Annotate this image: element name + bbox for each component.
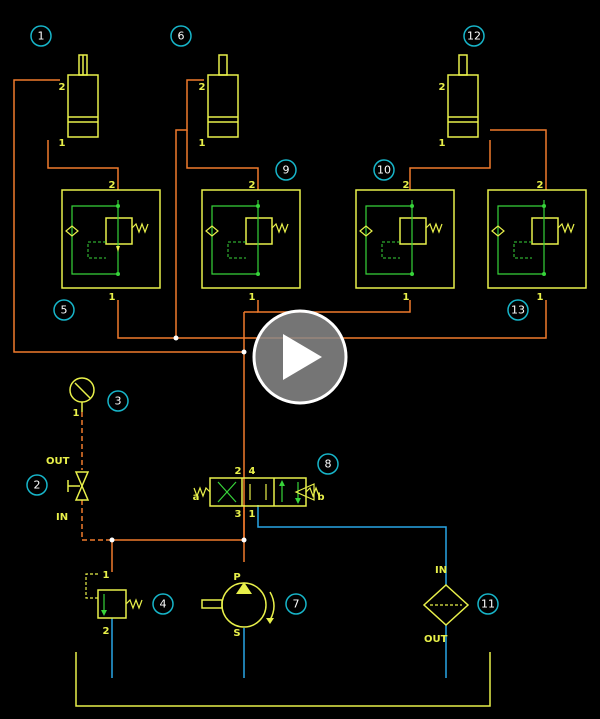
port-label: 2 [537, 180, 544, 191]
tag-number: 5 [61, 304, 68, 317]
component-tag-numbers: 1 2 3 4 5 6 7 8 9 10 11 12 13 [34, 30, 526, 611]
play-button[interactable] [252, 309, 348, 405]
port-label: 1 [249, 292, 256, 303]
port-label: 2 [439, 82, 446, 93]
port-label: 2 [403, 180, 410, 191]
tag-number: 7 [293, 598, 300, 611]
shutoff-valve-2 [67, 471, 90, 501]
port-label: 2 [235, 466, 242, 477]
component-tags [26, 25, 529, 615]
port-label: 1 [439, 138, 446, 149]
port-label: 2 [109, 180, 116, 191]
tag-number: 2 [34, 479, 41, 492]
sequence-valve-13 [487, 189, 587, 289]
cylinder-1 [67, 54, 99, 138]
junction-dots [109, 335, 247, 543]
tag-number: 9 [283, 164, 290, 177]
valve-out-label: OUT [46, 456, 70, 467]
directional-valve-8 [193, 477, 320, 507]
relief-valve-4 [85, 573, 143, 619]
filter-in-label: IN [435, 565, 447, 576]
port-label: b [317, 492, 324, 503]
port-label: 2 [249, 180, 256, 191]
filter-icon [422, 583, 470, 627]
pilot-dashed-lines [81, 412, 112, 541]
tag-number: 13 [511, 304, 525, 317]
port-label: 3 [235, 509, 242, 520]
port-label: 2 [59, 82, 66, 93]
reservoir-tank [75, 652, 491, 707]
port-label: 1 [403, 292, 410, 303]
cylinder-6 [207, 54, 239, 138]
port-label: 4 [249, 466, 256, 477]
return-lines [111, 505, 447, 678]
valve-in-label: IN [56, 512, 68, 523]
cylinder-12 [447, 54, 479, 138]
port-label: 1 [73, 408, 80, 419]
tag-number: 3 [115, 395, 122, 408]
port-label: a [193, 492, 200, 503]
sequence-valve-10 [355, 189, 455, 289]
port-labels: 2 1 2 1 2 1 2 1 2 1 2 1 2 1 1 1 2 P S 2 … [59, 82, 544, 639]
port-label: S [233, 628, 240, 639]
tag-number: 10 [377, 164, 391, 177]
pump-icon [201, 582, 275, 628]
port-label: P [233, 572, 240, 583]
port-label: 1 [199, 138, 206, 149]
filter-out-label: OUT [424, 634, 448, 645]
play-icon [283, 334, 322, 380]
port-label: 1 [103, 570, 110, 581]
tag-number: 11 [481, 598, 495, 611]
port-label: 1 [59, 138, 66, 149]
port-label: 1 [109, 292, 116, 303]
tag-number: 6 [178, 30, 185, 43]
port-label: 2 [103, 626, 110, 637]
port-label: 1 [537, 292, 544, 303]
tag-number: 1 [38, 30, 45, 43]
tag-number: 4 [160, 598, 167, 611]
port-label: 1 [249, 509, 256, 520]
sequence-valve-5 [61, 189, 161, 289]
tag-number: 8 [325, 458, 332, 471]
tag-number: 12 [467, 30, 481, 43]
io-labels: OUT IN IN OUT [46, 456, 448, 645]
sequence-valve-9 [201, 189, 301, 289]
pressure-gauge-icon [69, 377, 95, 412]
port-label: 2 [199, 82, 206, 93]
